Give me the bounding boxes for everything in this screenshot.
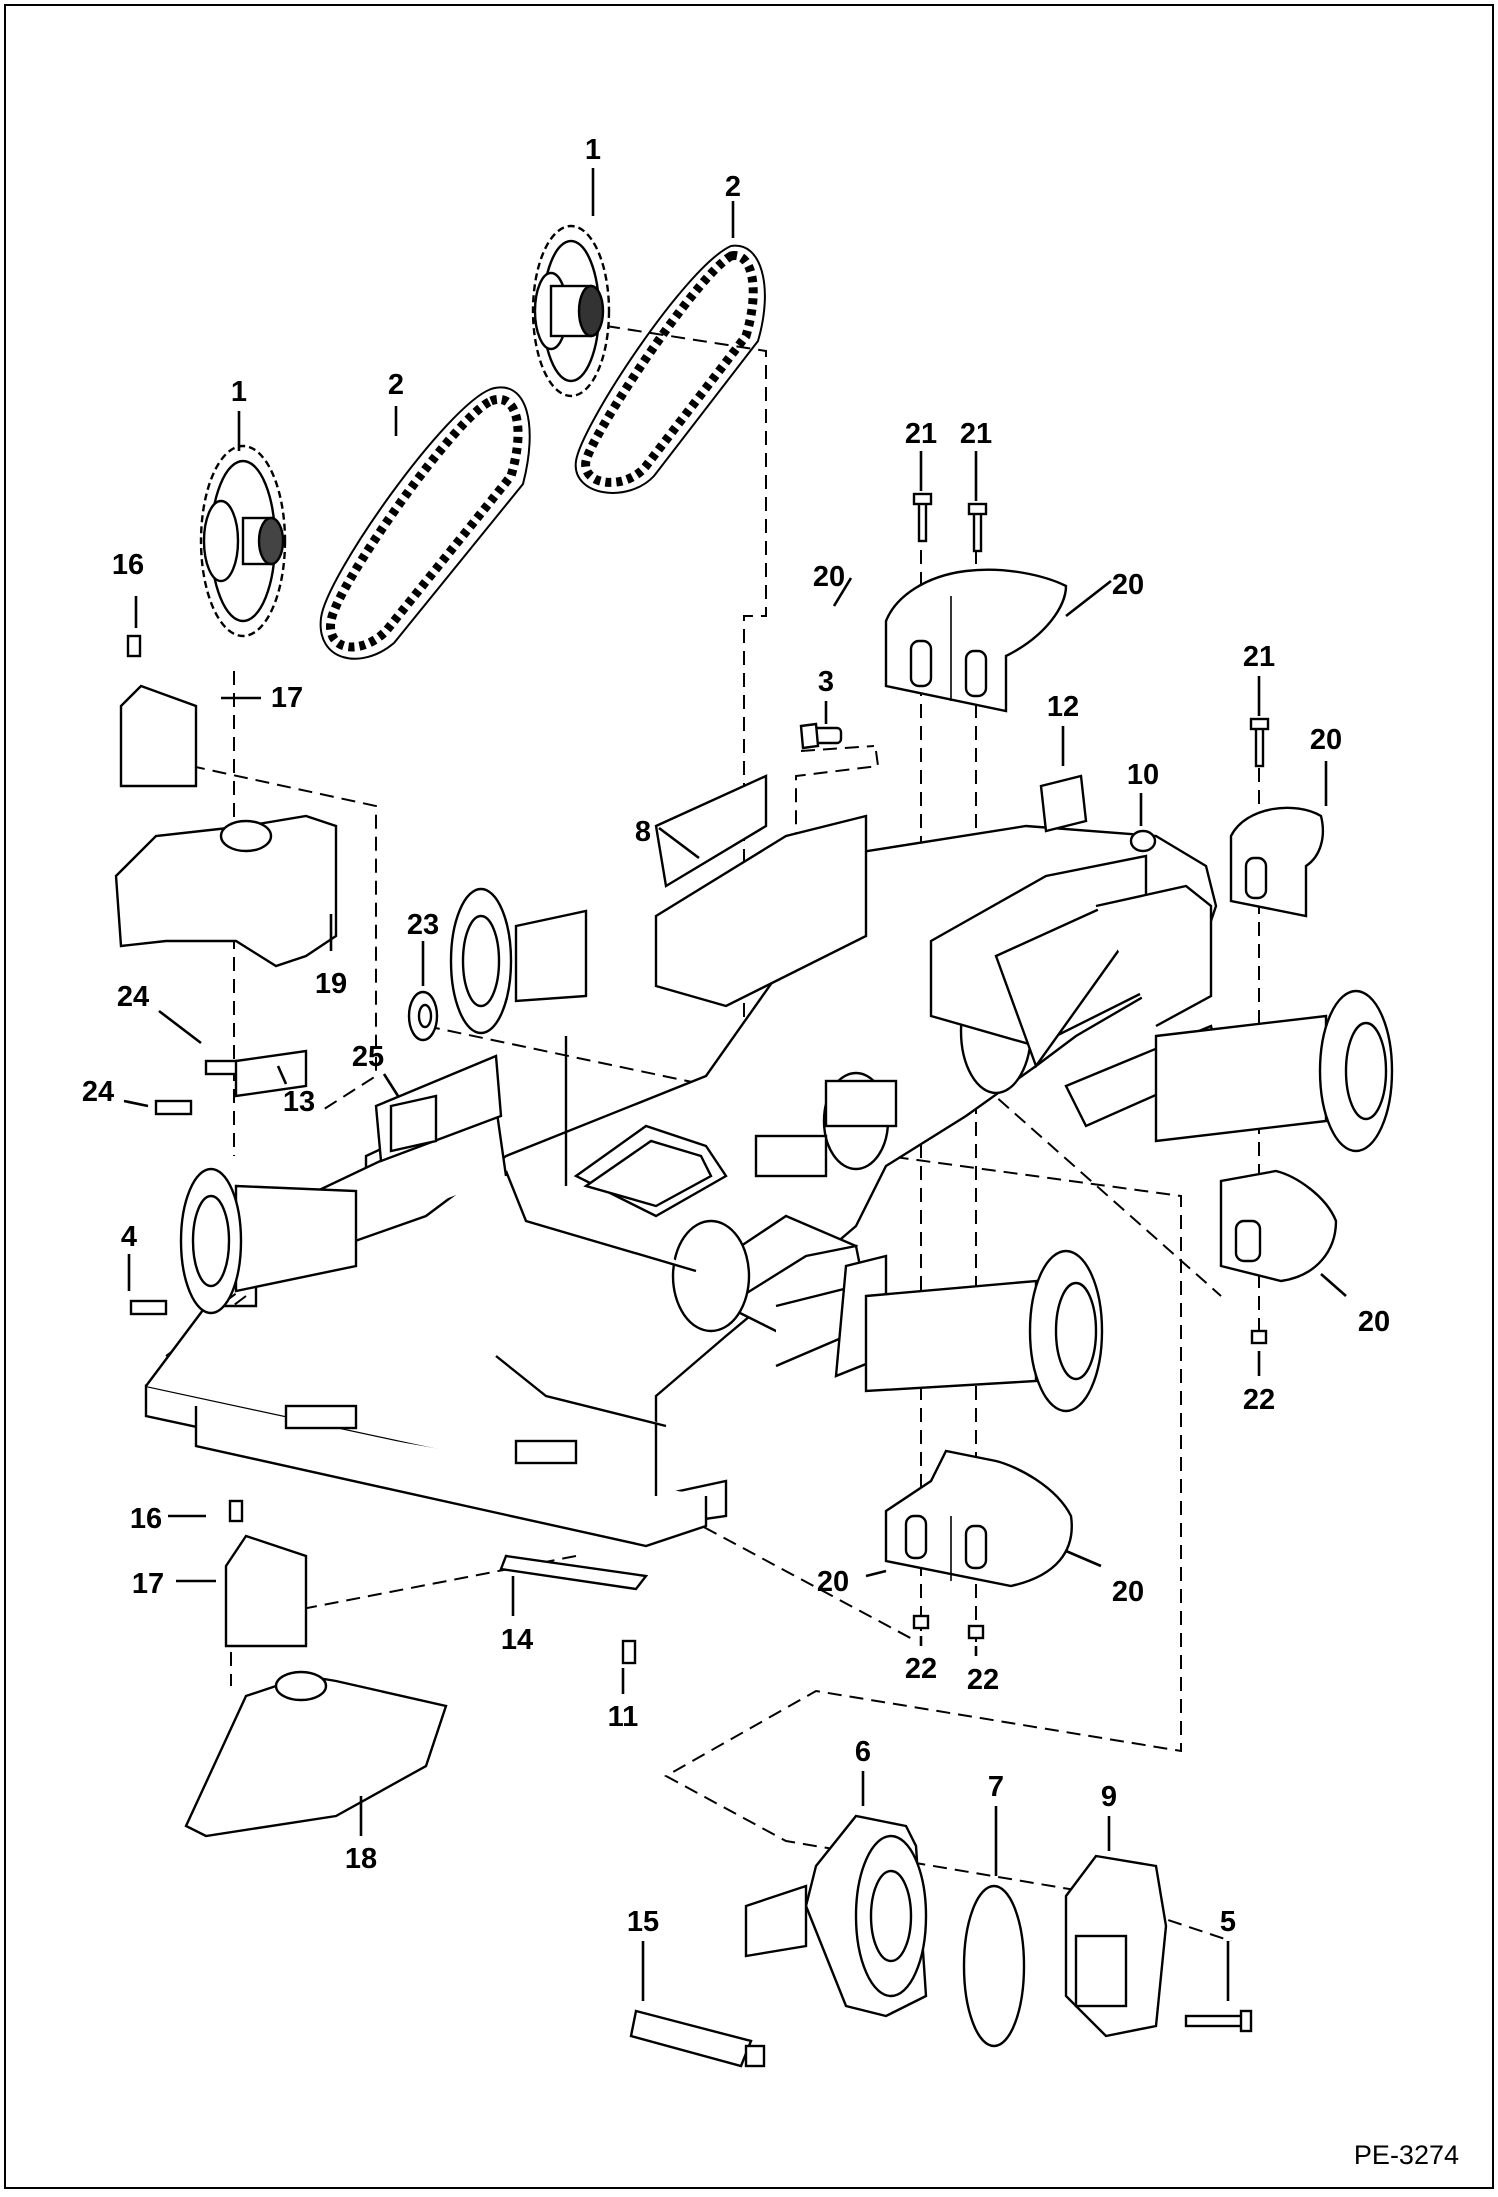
block-12 <box>1039 774 1088 833</box>
bolt-21c <box>1249 717 1270 768</box>
shield-18 <box>184 1670 448 1838</box>
bearing-block-right-top <box>1229 806 1325 918</box>
bar-13 <box>234 1049 308 1098</box>
bolt-21a <box>912 492 933 543</box>
callout-17-lower: 17 <box>132 1568 164 1600</box>
callout-24-upper: 24 <box>117 981 149 1013</box>
callout-15: 15 <box>627 1906 659 1938</box>
callout-3: 3 <box>818 666 834 698</box>
grease-tube-15 <box>629 2009 766 2068</box>
bolts-24 <box>154 1059 243 1116</box>
bolt-11 <box>621 1639 637 1665</box>
plug-10 <box>1129 829 1157 853</box>
callout-21-left: 21 <box>905 418 937 450</box>
sprocket-lower <box>199 444 287 638</box>
nut-22 <box>912 1329 1268 1640</box>
callout-12: 12 <box>1047 691 1079 723</box>
callout-17-upper: 17 <box>271 682 303 714</box>
bolt-16 <box>126 634 244 1523</box>
callout-25: 25 <box>352 1041 384 1073</box>
callout-2-upper: 2 <box>725 171 741 203</box>
callout-14: 14 <box>501 1624 533 1656</box>
washer-23 <box>407 990 439 1042</box>
callout-1-upper: 1 <box>585 134 601 166</box>
callout-6: 6 <box>855 1736 871 1768</box>
block-25 <box>389 1094 438 1153</box>
leader-lines <box>123 168 1347 2001</box>
callout-21-far-right: 21 <box>1243 641 1275 673</box>
callout-24-lower: 24 <box>82 1076 114 1108</box>
brake-9 <box>1064 1854 1168 2038</box>
callout-16-lower: 16 <box>130 1503 162 1535</box>
callout-labels: 1 1 2 2 3 4 5 6 7 8 9 10 11 12 13 14 15 … <box>82 134 1390 1938</box>
axle-front-left <box>179 1167 358 1315</box>
callout-2-lower: 2 <box>388 369 404 401</box>
o-ring-7 <box>962 1884 1026 2048</box>
callout-10: 10 <box>1127 759 1159 791</box>
callout-22-right: 22 <box>1243 1384 1275 1416</box>
callout-16-upper: 16 <box>112 549 144 581</box>
callout-22-lower-left: 22 <box>905 1653 937 1685</box>
strip-14 <box>499 1554 649 1591</box>
callout-20-lower-right: 20 <box>1112 1576 1144 1608</box>
bearing-block-right-bottom <box>1219 1169 1338 1283</box>
callout-8: 8 <box>635 816 651 848</box>
callout-22-lower-right: 22 <box>967 1664 999 1696</box>
chain-lower <box>319 386 531 660</box>
bearing-block-lower-pair <box>884 1449 1073 1588</box>
callout-4: 4 <box>121 1221 137 1253</box>
callout-19: 19 <box>315 968 347 1000</box>
bracket-17-upper <box>119 684 198 788</box>
callout-11: 11 <box>608 1701 639 1733</box>
callout-20-right-top: 20 <box>1310 724 1342 756</box>
sprocket-upper <box>531 224 611 398</box>
axle-rear-right <box>1154 989 1394 1153</box>
main-frame <box>144 774 1223 1548</box>
callout-1-lower: 1 <box>231 376 247 408</box>
bearing-block-upper-pair <box>884 568 1068 713</box>
bolt-4 <box>129 1299 168 1316</box>
callout-20-upper-left: 20 <box>813 561 845 593</box>
axle-rear-left <box>449 887 588 1035</box>
bolt-3 <box>799 722 843 750</box>
callout-21-right: 21 <box>960 418 992 450</box>
callout-18: 18 <box>345 1843 377 1875</box>
callout-23: 23 <box>407 909 439 941</box>
callout-9: 9 <box>1101 1781 1117 1813</box>
callout-20-upper-right: 20 <box>1112 569 1144 601</box>
callout-7: 7 <box>988 1771 1004 1803</box>
drive-motor-6 <box>744 1814 928 2018</box>
axle-front-right <box>864 1249 1104 1413</box>
diagram-reference-code: PE-3274 <box>1354 2140 1459 2170</box>
chain-upper <box>574 244 766 494</box>
bracket-17-lower <box>224 1534 308 1648</box>
callout-20-lower-left: 20 <box>817 1566 849 1598</box>
exploded-parts-diagram: 1 1 2 2 3 4 5 6 7 8 9 10 11 12 13 14 15 … <box>82 134 1459 2170</box>
bolt-5 <box>1184 2009 1253 2033</box>
shield-19 <box>114 814 338 968</box>
bolt-21b <box>967 502 988 553</box>
callout-5: 5 <box>1220 1906 1236 1938</box>
callout-13: 13 <box>283 1086 315 1118</box>
parts-diagram-page: 1 1 2 2 3 4 5 6 7 8 9 10 11 12 13 14 15 … <box>4 4 1494 2189</box>
callout-20-right-bottom: 20 <box>1358 1306 1390 1338</box>
